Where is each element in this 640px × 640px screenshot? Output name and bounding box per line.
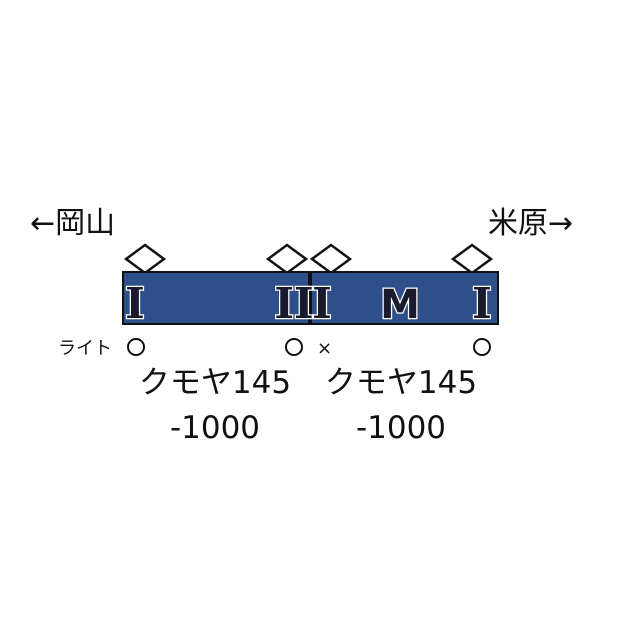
car2-front-marker-x: ×	[317, 338, 332, 359]
car2-mark-1: I	[312, 279, 332, 328]
car-body-1	[122, 271, 310, 325]
headlight-marker-icon	[127, 338, 145, 356]
car1-rear-marker-icon	[285, 338, 303, 356]
car2-number: -1000	[356, 410, 446, 446]
pantograph-icon	[450, 243, 494, 275]
car2-name: クモヤ145	[325, 365, 477, 401]
pantograph-icon	[123, 243, 167, 275]
pantograph-icon	[309, 243, 353, 275]
direction-right-label: 米原→	[488, 206, 573, 241]
car2-rear-marker-icon	[473, 338, 491, 356]
car1-mark-1: I	[125, 279, 145, 328]
car1-mark-2: II	[274, 279, 313, 328]
car2-mark-2: M	[380, 282, 420, 328]
car1-number: -1000	[170, 410, 260, 446]
light-label: ライト	[58, 338, 112, 359]
car2-mark-3: I	[472, 279, 492, 328]
pantograph-icon	[265, 243, 309, 275]
direction-left-label: ←岡山	[30, 206, 115, 241]
car1-name: クモヤ145	[139, 365, 291, 401]
car-body-2	[310, 271, 499, 325]
